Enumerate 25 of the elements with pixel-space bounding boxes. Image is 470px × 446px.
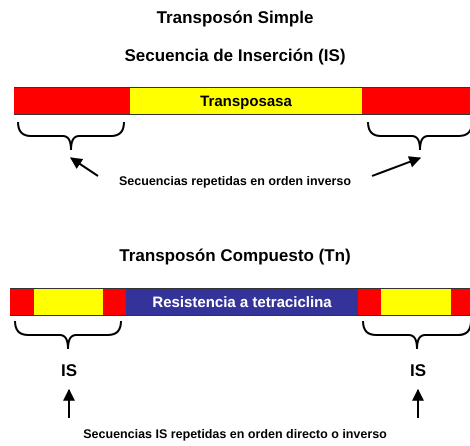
curly-bracket	[17, 122, 125, 150]
dna-segment-bar	[10, 288, 34, 316]
heading: Transposón Simple	[156, 8, 314, 27]
leader-arrow	[412, 388, 424, 418]
dna-segment-bar	[362, 87, 470, 115]
annotation-text: Secuencias repetidas en orden inverso	[100, 172, 370, 190]
leader-arrow	[372, 156, 422, 177]
dna-segment-bar	[14, 87, 130, 115]
heading: Secuencia de Inserción (IS)	[124, 46, 346, 65]
dna-segment-bar	[103, 288, 126, 316]
annotation-text: Secuencias IS repetidas en orden directo o inverso	[40, 424, 430, 444]
curly-bracket	[14, 321, 122, 349]
annotation-text: IS	[55, 360, 83, 382]
leader-arrow	[70, 157, 99, 177]
heading: Transposón Compuesto (Tn)	[119, 246, 351, 265]
dna-segment-bar	[358, 288, 381, 316]
dna-segment-bar	[34, 288, 103, 316]
gene-segment-bar: Transposasa	[130, 87, 362, 115]
annotation-text: IS	[404, 360, 432, 382]
gene-segment-bar: Resistencia a tetraciclina	[126, 288, 358, 316]
curly-bracket	[362, 321, 470, 349]
dna-segment-bar	[451, 288, 470, 316]
curly-bracket	[367, 122, 470, 150]
leader-arrow	[63, 388, 75, 418]
dna-segment-bar	[381, 288, 451, 316]
